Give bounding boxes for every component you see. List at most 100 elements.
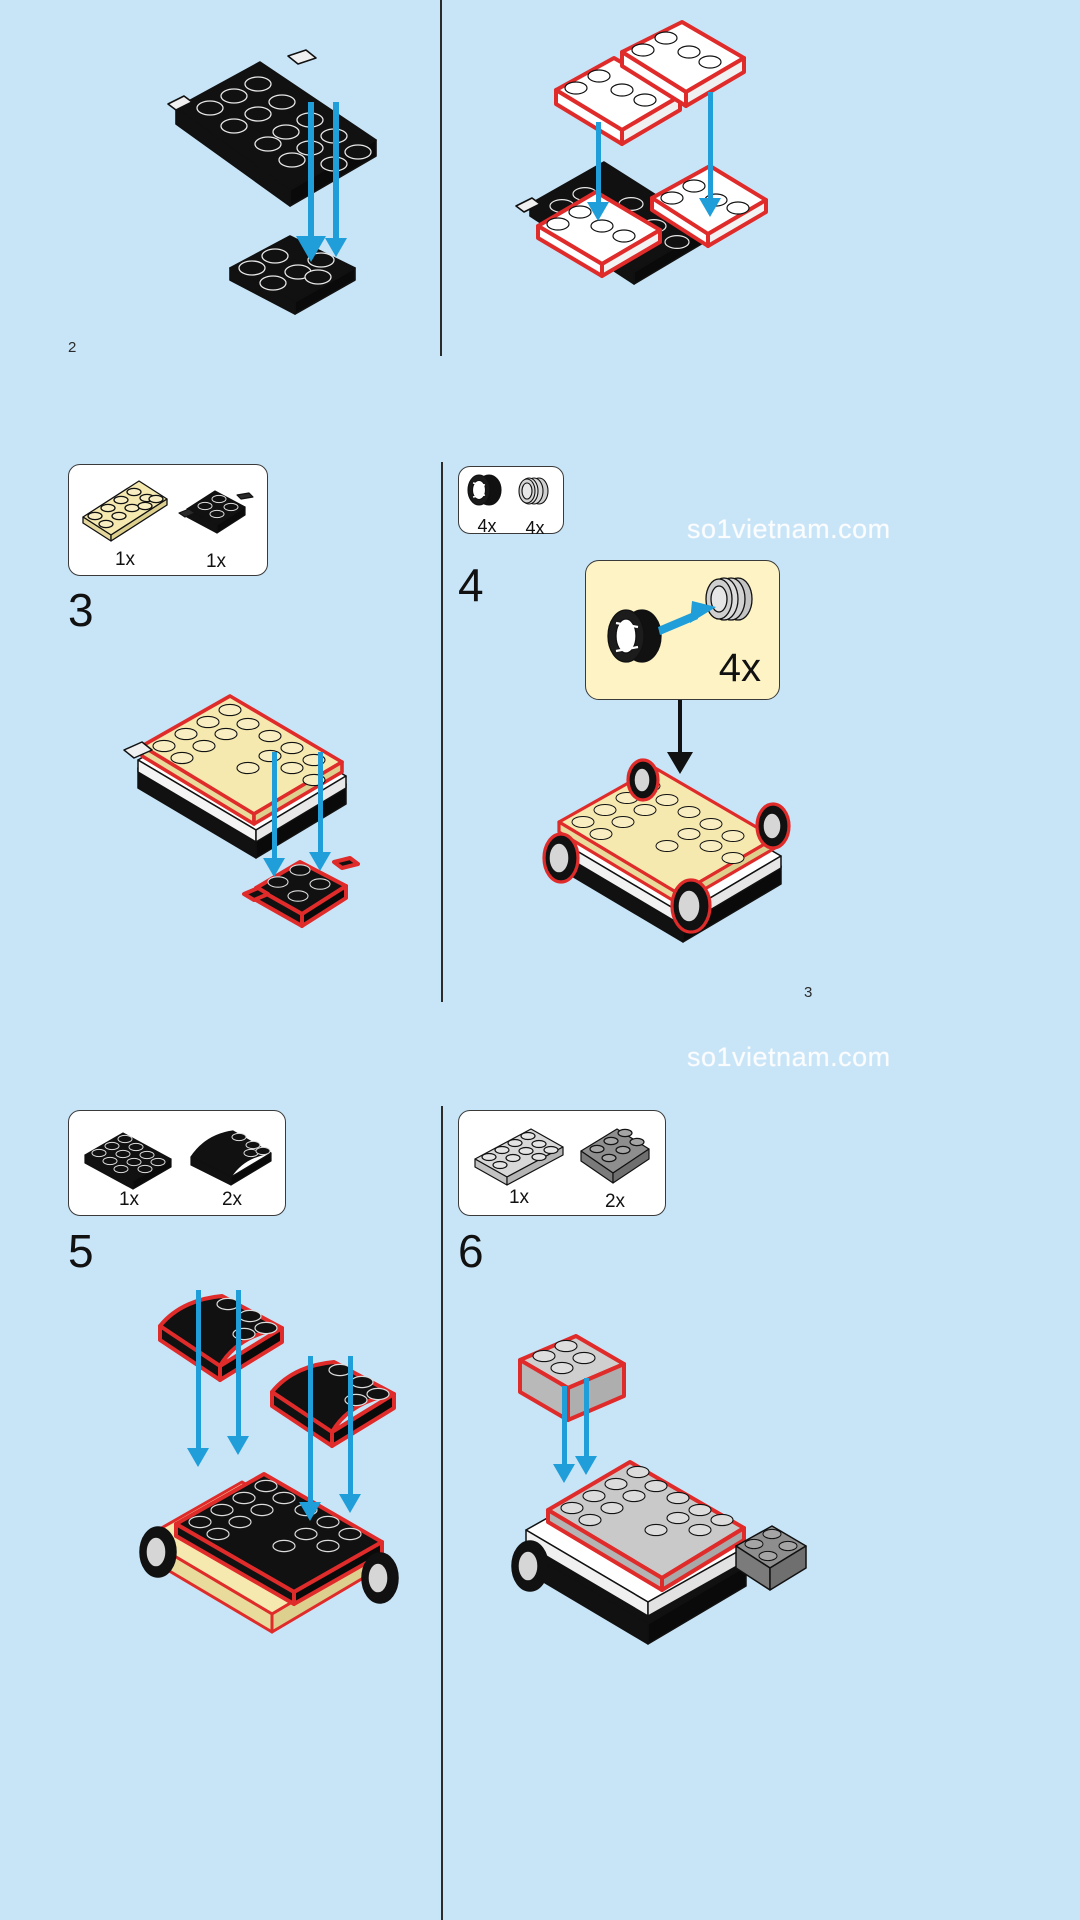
part-quantity: 4x: [477, 516, 497, 536]
step-number-4: 4: [458, 559, 484, 611]
wheel-front-right: [626, 758, 660, 802]
assembly-arrow-9: [308, 1356, 313, 1508]
parts-box-step3: 1x 1x: [68, 464, 268, 576]
assembly-arrow-12: [584, 1378, 589, 1464]
page-number-3: 3: [804, 984, 813, 1001]
assembly-arrow-11-head: [553, 1464, 575, 1483]
panel-step2-continued: [510, 20, 800, 300]
step6-illustration: [511, 1334, 807, 1645]
light-gray-hub-hint: [705, 577, 753, 621]
part-quantity: 2x: [221, 1189, 243, 1210]
black-wheel-holder-target: [242, 856, 360, 928]
panel-step6-illustration: [500, 1330, 830, 1645]
parts-box-step4: 4x 4x: [458, 466, 564, 538]
black-curved-slope-left: [158, 1294, 284, 1382]
assembly-arrow-2: [333, 102, 339, 248]
black-tire-icon: [467, 474, 502, 506]
car-body-assembly: [123, 694, 347, 859]
part-slot-black-plate-4x6: 1x: [79, 1121, 179, 1210]
black-curved-slope-right: [270, 1360, 396, 1448]
light-gray-plate-floating: [518, 1334, 626, 1422]
step-number-6: 6: [458, 1225, 484, 1277]
part-quantity: 1x: [205, 551, 227, 572]
assembly-arrow-8-head: [227, 1436, 249, 1455]
wheel-front-left: [542, 832, 580, 884]
wheel-step6-left: [511, 1540, 549, 1592]
step-number-5: 5: [68, 1225, 94, 1277]
assembly-arrow-8: [236, 1290, 241, 1442]
assembly-arrow-12-head: [575, 1456, 597, 1475]
assembly-arrow-7: [196, 1290, 201, 1454]
hint-quantity-4x: 4x: [718, 646, 761, 690]
panel-step4-illustration: [525, 750, 825, 950]
step5-illustration: [139, 1294, 399, 1634]
black-chassis-assembly: [167, 49, 377, 207]
assembly-arrow-6: [318, 752, 323, 860]
parts-box-step6: 1x 2x: [458, 1110, 666, 1216]
black-plate-2x4-target: [229, 235, 356, 315]
part-quantity: 4x: [525, 518, 545, 538]
wheel-step5-left: [139, 1526, 177, 1578]
assembly-arrow-1-head: [296, 236, 326, 262]
assembly-arrow-7-head: [187, 1448, 209, 1467]
step1-illustration: [167, 49, 377, 315]
hint-box-wheel-assembly: 4x: [585, 560, 780, 700]
parts-box-step5: 1x 2x: [68, 1110, 286, 1216]
part-quantity: 1x: [114, 549, 136, 570]
hint-to-model-arrow: [678, 700, 682, 758]
white-plate-1x4-right: [620, 20, 746, 108]
light-gray-wheel-hub-icon: [518, 477, 549, 505]
assembly-arrow-4: [708, 92, 713, 206]
car-body-step6: [511, 1460, 807, 1645]
watermark-2: so1vietnam.com: [687, 1042, 891, 1072]
assembly-arrow-3: [596, 122, 601, 210]
part-quantity: 2x: [604, 1191, 626, 1212]
wheel-assembly-illustration: [607, 577, 753, 663]
part-quantity: 1x: [508, 1187, 530, 1208]
dark-gray-plate-2x3-icon: [580, 1128, 650, 1184]
white-plate-attached-front: [536, 190, 662, 278]
assembly-arrow-10-head: [339, 1494, 361, 1513]
step4-car-illustration: [542, 758, 791, 943]
assembly-arrow-1: [308, 102, 314, 242]
assembly-arrow-6-head: [309, 852, 331, 871]
wheel-step5-right: [361, 1552, 399, 1604]
panel-step3-illustration: [120, 672, 380, 942]
part-slot-light-gray-plate: 1x: [469, 1125, 569, 1208]
part-quantity: 1x: [118, 1189, 140, 1210]
assembly-arrow-10: [348, 1356, 353, 1500]
assembly-arrow-5-head: [263, 858, 285, 877]
black-tire-hint: [607, 609, 662, 663]
part-slot-tire: 4x: [465, 471, 509, 536]
part-slot-dark-gray-plate: 2x: [573, 1121, 657, 1212]
hint-to-model-arrow-head: [667, 752, 693, 774]
dark-gray-rear-block: [735, 1525, 807, 1591]
part-slot-wheel-hub: 4x: [513, 473, 557, 538]
black-plate-4x6-icon: [84, 1132, 172, 1190]
assembly-arrow-2-head: [325, 238, 347, 257]
step-number-3: 3: [68, 584, 94, 636]
assembly-arrow-9-head: [299, 1502, 321, 1521]
panel-step5-illustration: [130, 1290, 450, 1634]
assembly-arrow-3-head: [587, 202, 609, 221]
page-number-2: 2: [68, 339, 77, 356]
black-curved-slope-icon: [190, 1130, 272, 1186]
white-plate-1x4-left: [554, 56, 682, 146]
car-body-step5: [139, 1472, 399, 1634]
black-wheel-holder-icon: [178, 490, 254, 534]
tan-plate-2x6-icon: [82, 480, 168, 542]
assembly-arrow-4-head: [699, 198, 721, 217]
assembly-arrow-5: [272, 752, 277, 866]
part-slot-wheel-holder: 1x: [177, 479, 255, 572]
section-divider-top: [440, 0, 442, 356]
wheel-rear-right: [755, 802, 791, 850]
wheel-rear-left: [670, 878, 712, 934]
step2-illustration: [515, 20, 768, 285]
part-slot-tan-plate: 1x: [77, 473, 173, 570]
chassis-with-white-plates: [515, 161, 768, 285]
section-divider-bottom: [441, 1106, 443, 1920]
light-gray-plate-2x6-icon: [474, 1128, 564, 1186]
step3-illustration: [123, 694, 360, 928]
part-slot-black-curved-slope: 2x: [185, 1123, 279, 1210]
